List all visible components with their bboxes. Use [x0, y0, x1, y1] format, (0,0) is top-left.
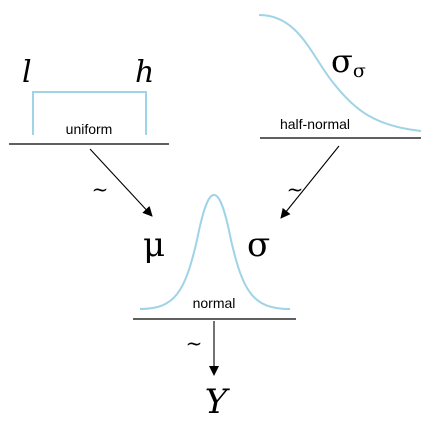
edge-uniform-to-mu: ~	[89, 148, 153, 217]
half-normal-param: σσ	[331, 42, 366, 82]
half-normal-node: σσ half-normal	[258, 14, 422, 139]
tilde-half-normal-edge: ~	[287, 177, 304, 201]
edge-half-normal-to-sigma: ~	[280, 145, 340, 219]
normal-label: normal	[193, 295, 236, 311]
uniform-high-param: h	[135, 55, 154, 90]
normal-curve	[139, 193, 291, 310]
tilde-normal-edge: ~	[186, 331, 203, 355]
arrow-uniform-to-mu	[89, 148, 153, 217]
normal-sd-param: σ	[247, 225, 270, 265]
edge-normal-to-outcome: ~	[186, 321, 219, 376]
half-normal-label: half-normal	[280, 116, 350, 132]
half-normal-param-subscript: σ	[353, 60, 366, 82]
arrow-half-normal-to-sigma	[280, 145, 340, 219]
tilde-uniform-edge: ~	[92, 177, 109, 201]
outcome-variable: Y	[205, 382, 231, 422]
uniform-label: uniform	[66, 121, 113, 137]
uniform-node: l h uniform	[9, 55, 169, 145]
normal-mean-param: μ	[143, 225, 165, 265]
half-normal-curve	[258, 14, 422, 132]
uniform-curve	[32, 91, 147, 135]
uniform-low-param: l	[22, 55, 32, 90]
normal-node: μ σ normal	[133, 193, 296, 320]
